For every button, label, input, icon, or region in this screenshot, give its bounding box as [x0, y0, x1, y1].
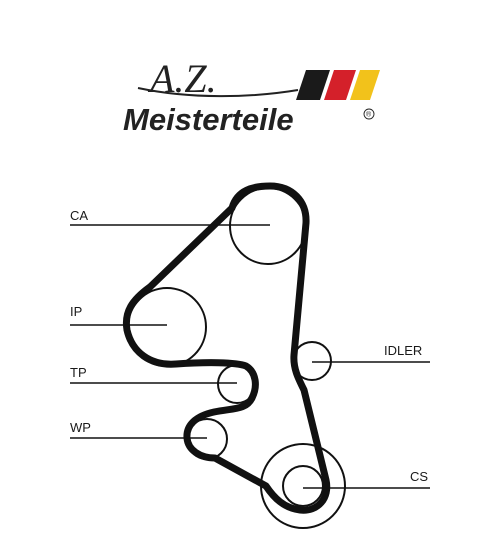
component-labels: CA IP TP WP IDLER CS: [70, 208, 428, 484]
logo-stripe-black: [296, 70, 330, 100]
logo-stripe-yellow: [350, 70, 380, 100]
pulley-cs-inner: [282, 465, 324, 507]
label-wp: WP: [70, 420, 91, 435]
label-ca: CA: [70, 208, 88, 223]
timing-belt: [122, 182, 331, 514]
logo-stripes: [296, 70, 380, 100]
label-cs: CS: [410, 469, 428, 484]
label-ip: IP: [70, 304, 82, 319]
label-idler: IDLER: [384, 343, 422, 358]
leader-lines: [70, 224, 430, 489]
registered-mark-symbol: ®: [366, 111, 372, 119]
pulley-cs-outer: [260, 443, 346, 529]
registered-mark: ®: [363, 108, 375, 120]
label-tp: TP: [70, 365, 87, 380]
logo-brand-name: Meisterteile: [123, 102, 294, 137]
pulleys: [127, 187, 346, 529]
logo-stripe-red: [324, 70, 356, 100]
logo-swoosh: [137, 87, 299, 98]
pulley-ca: [229, 187, 307, 265]
brand-logo: A.Z. Meisterteile ®: [123, 56, 380, 137]
